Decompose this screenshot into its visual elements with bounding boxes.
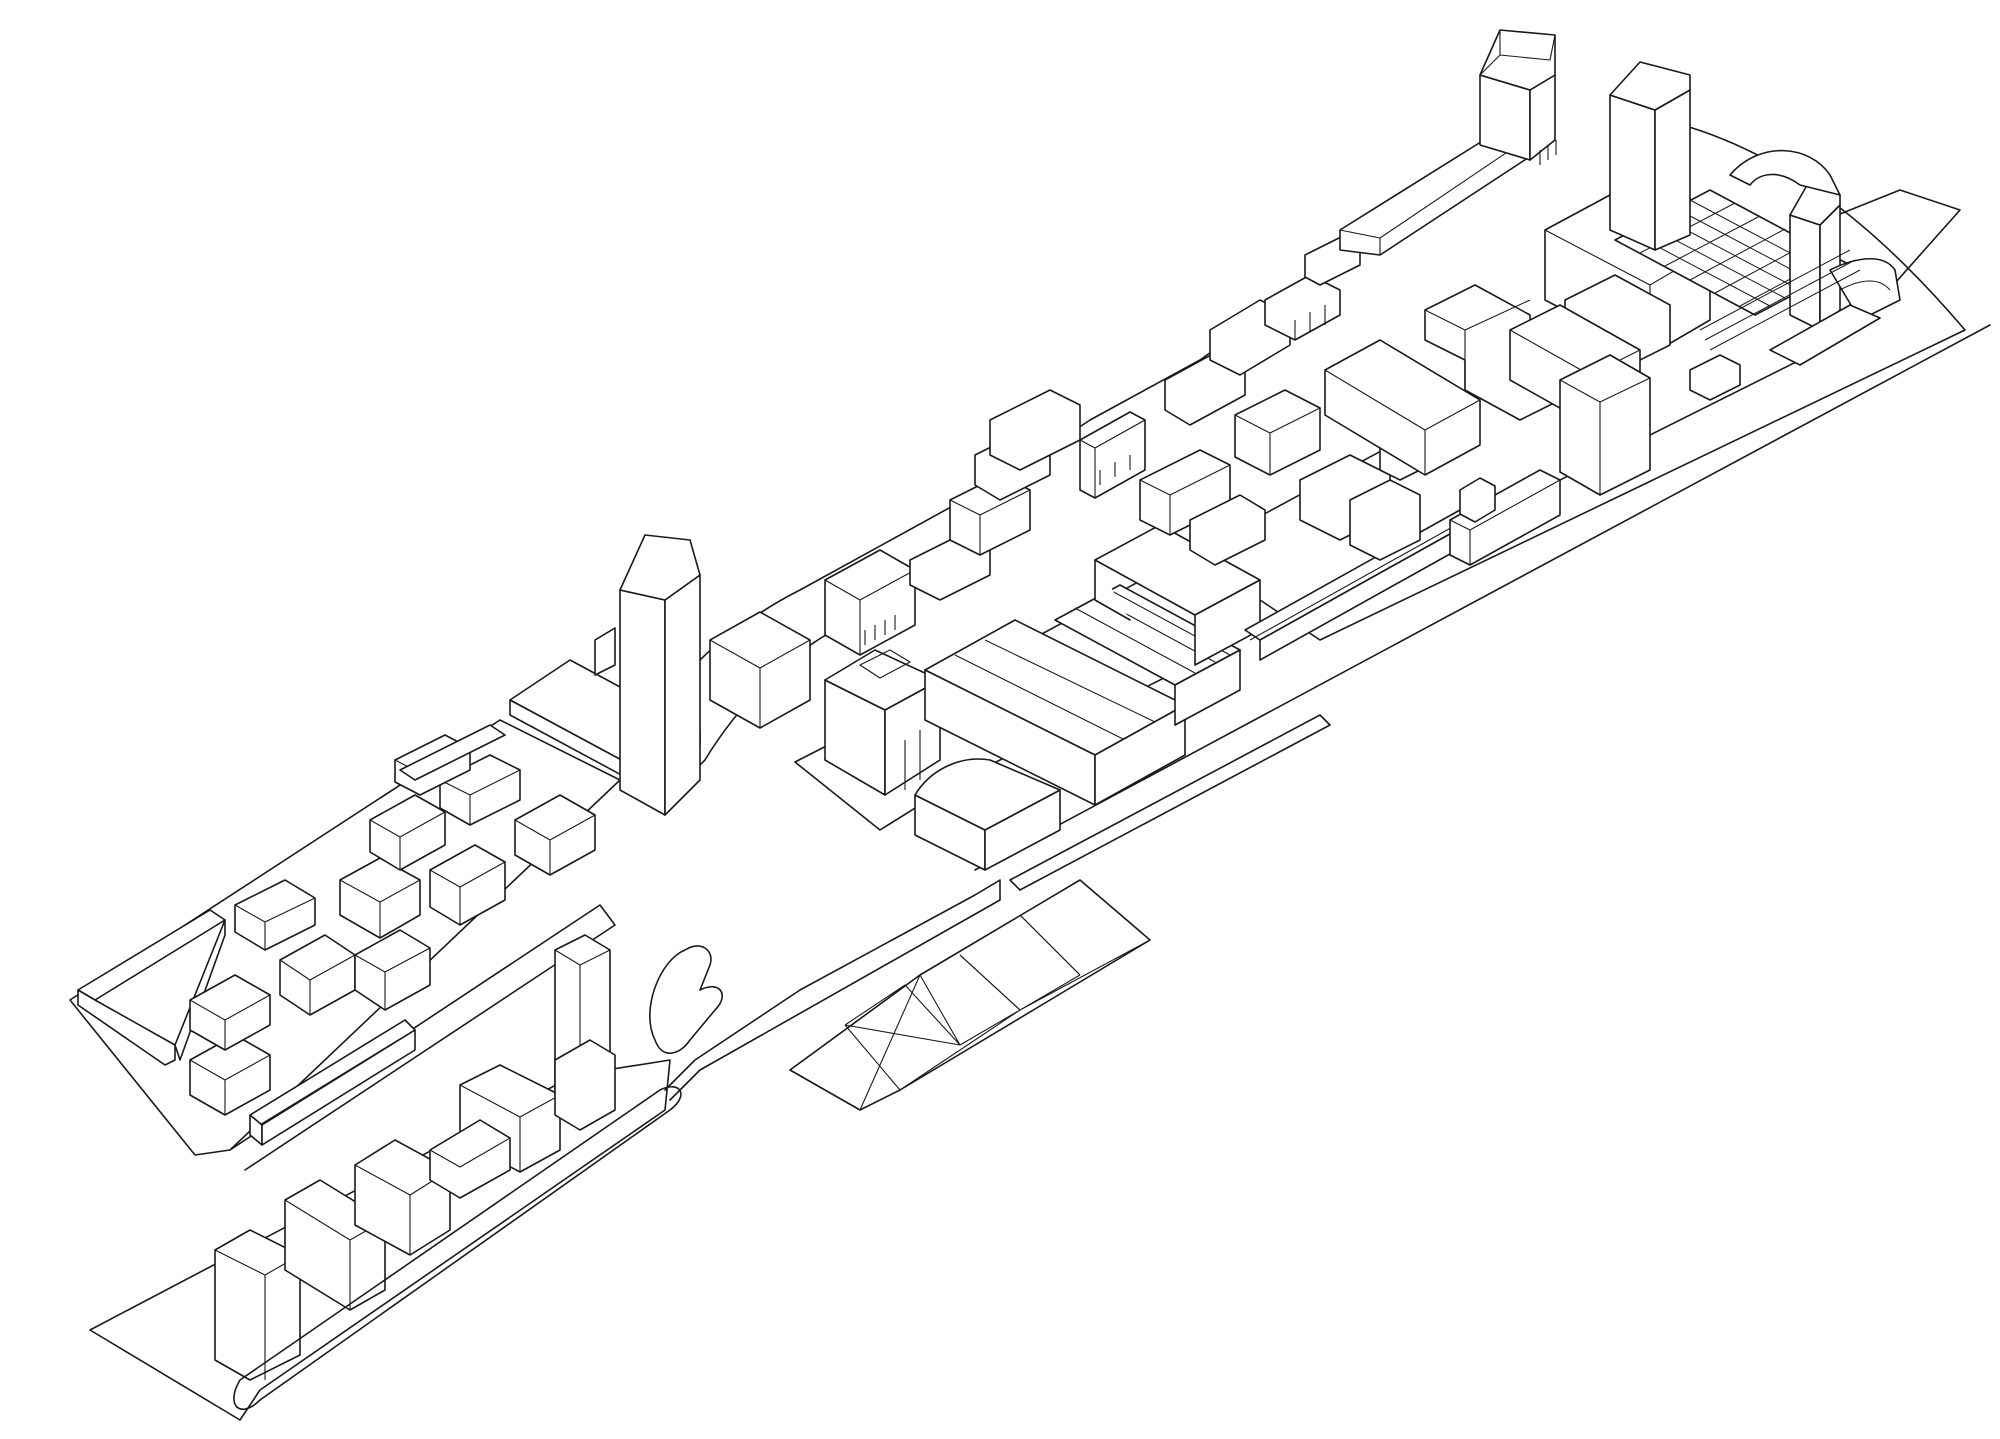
house-b1 <box>279 934 356 1016</box>
triangular-canopy <box>789 879 1151 1111</box>
east-curved-hall <box>1829 258 1901 321</box>
north-block-7 <box>1079 411 1146 499</box>
east-tower-1-roof <box>1609 61 1691 111</box>
mid-block-3 <box>1234 389 1321 476</box>
east-tower-1-side <box>1654 89 1691 251</box>
long-bench-strip <box>1009 714 1331 891</box>
central-industrial-block <box>824 509 1476 871</box>
north-street-row <box>709 29 1557 729</box>
north-block-2-columns <box>864 615 896 645</box>
east-cluster <box>1424 61 1901 496</box>
outbuilding-l-shape <box>399 724 506 781</box>
gabled-hall <box>1449 469 1561 566</box>
north-block-2 <box>824 549 916 656</box>
garage-row <box>249 1019 416 1126</box>
sw-block-5 <box>429 1119 511 1199</box>
east-tower-1-front <box>1609 94 1656 251</box>
central-plaza-edge-south <box>664 879 1001 1101</box>
north-tower-columns <box>1539 140 1557 165</box>
west-tower-annex <box>594 627 616 676</box>
house-a2 <box>189 974 271 1051</box>
north-block-7-columns <box>1099 455 1131 485</box>
east-hatch-strip <box>1699 249 1861 351</box>
house-a3 <box>234 879 316 951</box>
north-block-10 <box>1264 274 1341 341</box>
east-tower-2-front <box>1789 214 1821 331</box>
curved-shed-roof <box>1729 149 1841 196</box>
north-block-6 <box>989 389 1081 471</box>
east-block-corner <box>1559 354 1651 496</box>
north-tower-roof <box>1479 29 1556 91</box>
sw-block-3 <box>354 1139 451 1256</box>
sw-low-block <box>554 1039 616 1131</box>
house-c2 <box>429 844 506 926</box>
southwest-row <box>214 934 682 1411</box>
divider-street <box>229 904 616 1171</box>
house-d1 <box>514 794 596 876</box>
mid-block-5 <box>1349 479 1421 561</box>
curved-planter <box>649 945 723 1054</box>
east-bar-block <box>1689 354 1741 401</box>
east-lower-shed <box>1769 304 1881 366</box>
long-terrace-mid <box>1324 339 1481 476</box>
small-gable <box>1459 477 1496 523</box>
sw-curb <box>233 1085 682 1411</box>
mid-cluster <box>1139 339 1561 566</box>
house-c1 <box>354 929 431 1011</box>
west-residential-cluster <box>77 724 596 1146</box>
west-tower-front <box>619 589 666 816</box>
west-tower-roof <box>619 534 701 601</box>
plaza-features <box>649 714 1331 1111</box>
west-tower-side <box>664 574 701 816</box>
east-boundary-line <box>974 324 1991 871</box>
mid-block-2 <box>1189 494 1266 566</box>
terrace-block-long-side <box>77 989 176 1066</box>
west-tower-group <box>509 534 701 816</box>
